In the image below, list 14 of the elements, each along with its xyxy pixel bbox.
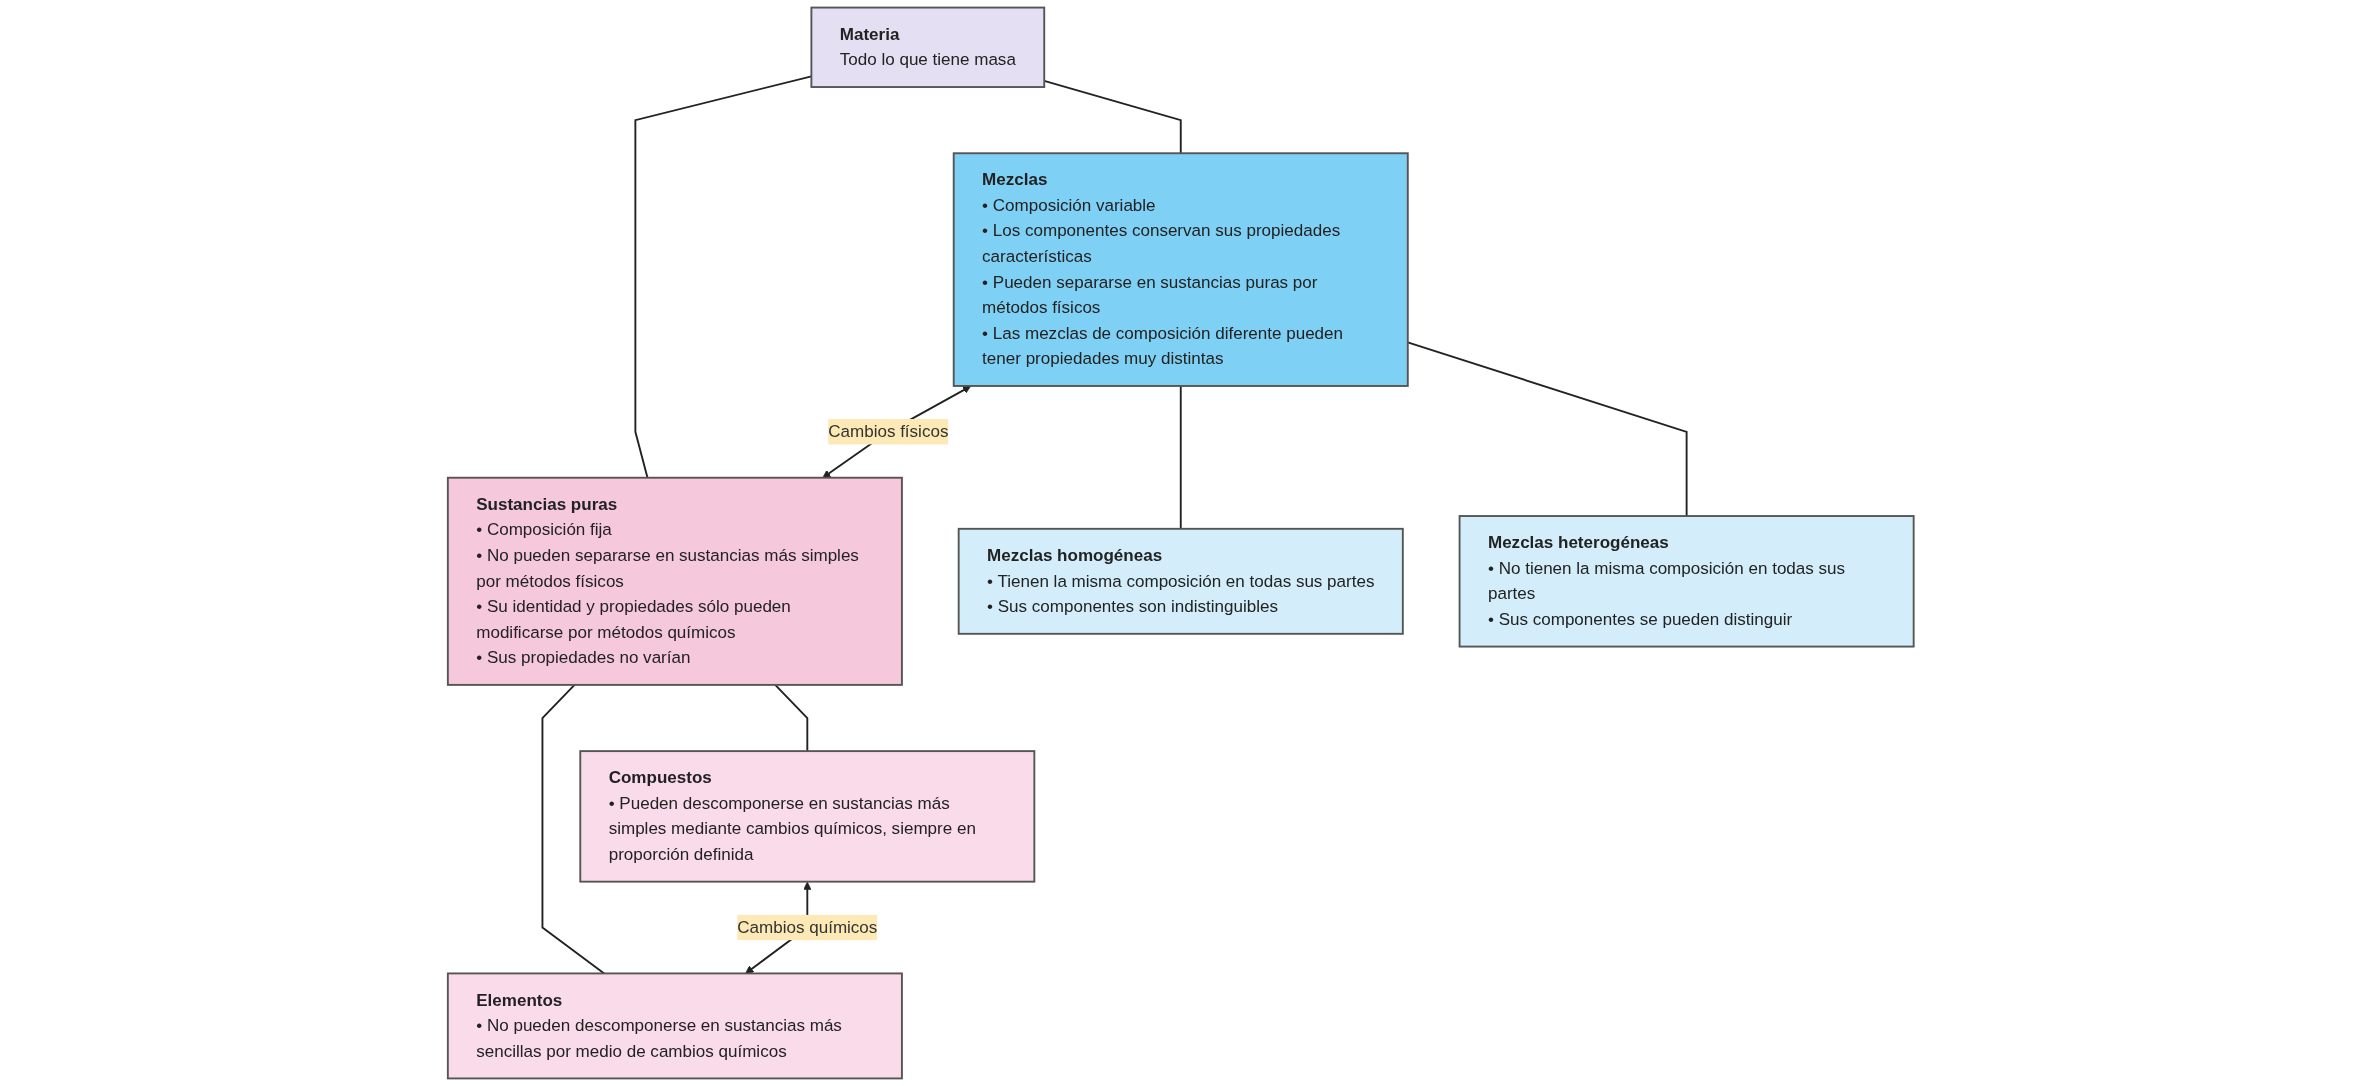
node-box: Materia Todo lo que tiene masa (810, 6, 1045, 88)
node-box: Elementos • No pueden descomponerse en sustancias más sencillas por medio de cambios químicos (446, 972, 903, 1080)
connector (1043, 79, 1182, 155)
connector (774, 683, 808, 753)
node-box: Mezclas heterogéneas • No tienen la misma composición en todas sus partes • Sus componentes se pueden distinguir (1458, 515, 1915, 648)
arrow (822, 385, 971, 479)
node-box: Compuestos • Pueden descomponerse en sustancias más simples mediante cambios químicos, siempre en proporción definida (579, 750, 1036, 883)
node-box: Mezclas • Composición variable • Los componentes conservan sus propiedades características • Pueden separarse en sustancias puras por métodos físicos • Las mezclas de composición diferente pueden tener propiedades muy distintas (952, 152, 1409, 387)
connector (541, 683, 605, 975)
edge-label: Cambios físicos (827, 421, 949, 441)
node-box: Mezclas homogéneas • Tienen la misma composición en todas sus partes • Sus componentes son indistinguibles (957, 527, 1404, 635)
edge-label: Cambios químicos (737, 917, 878, 937)
connector (1179, 385, 1182, 530)
node-box: Sustancias puras • Composición fija • No pueden separarse en sustancias más simples por métodos físicos • Su identidad y propiedades sólo pueden modificarse por métodos químicos • Sus propiedades no varían (446, 476, 903, 686)
